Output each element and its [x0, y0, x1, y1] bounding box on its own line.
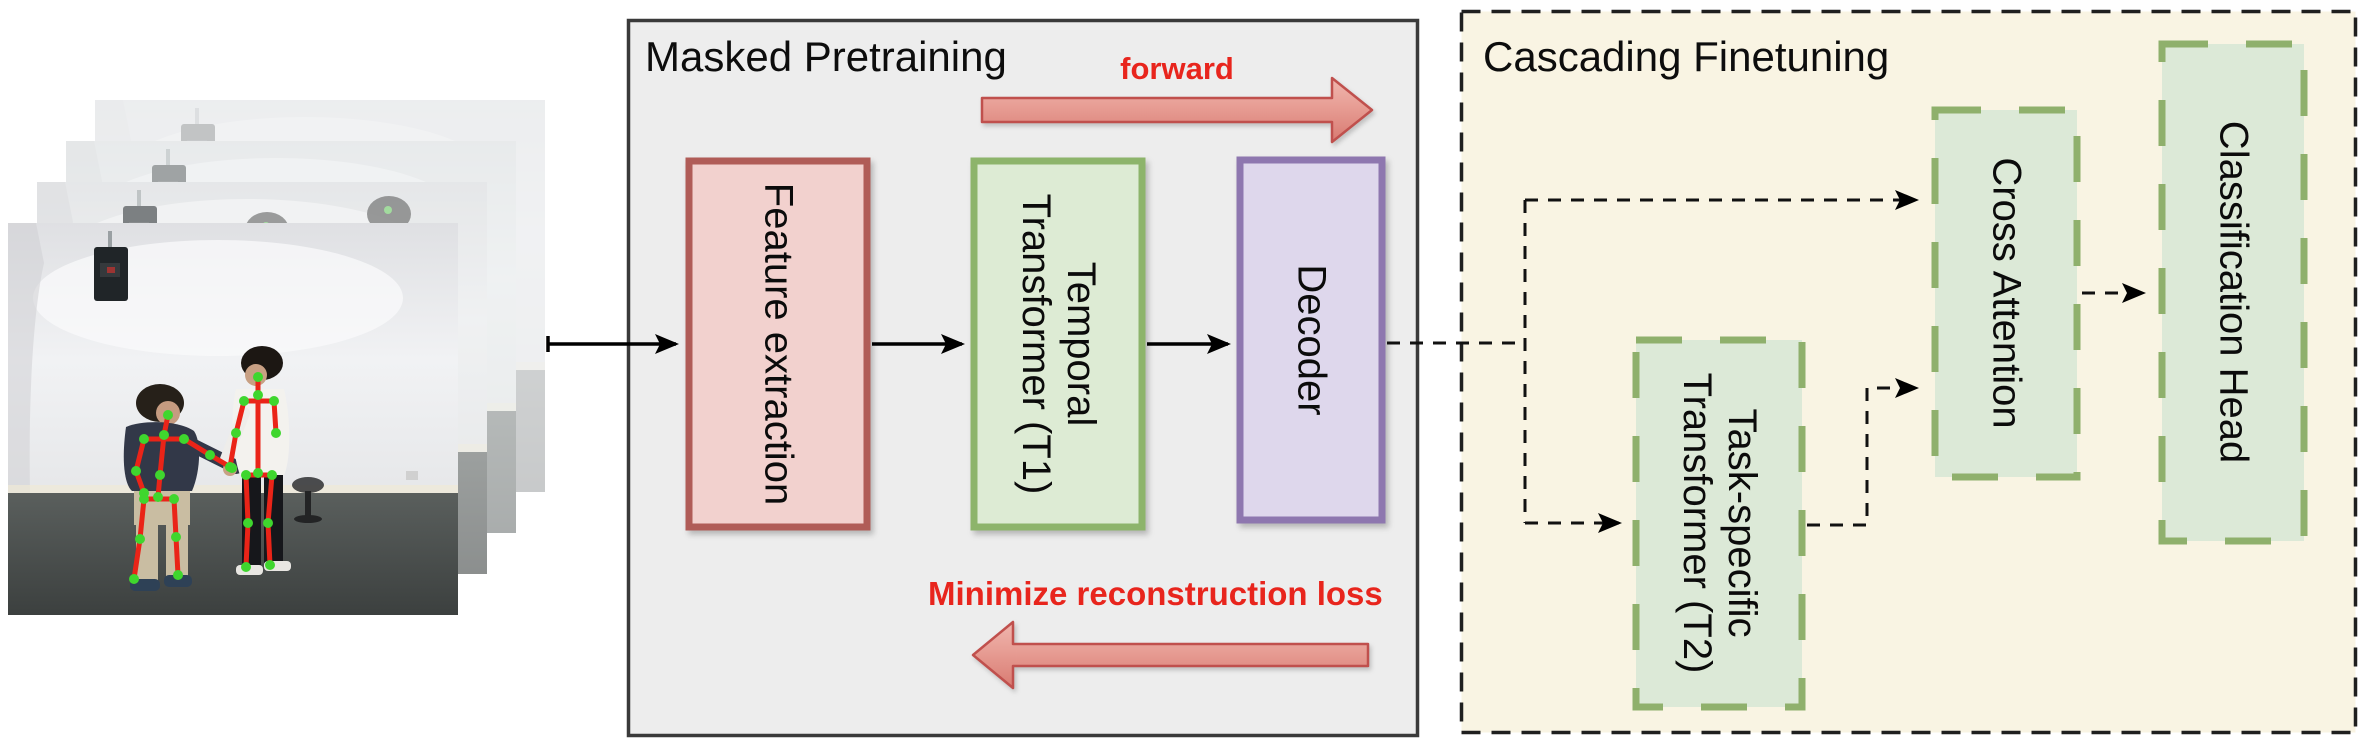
forward-label: forward — [1120, 51, 1234, 86]
temporal-transformer-label: Temporal Transformer (T1) — [1014, 193, 1103, 495]
backward-arrow — [971, 620, 1370, 690]
feature-extraction-block — [685, 157, 871, 531]
decoder-block — [1236, 156, 1386, 524]
classification-head-block — [2158, 40, 2308, 545]
video-frame-4 — [8, 223, 458, 615]
video-frame-stack — [8, 100, 545, 615]
forward-arrow — [980, 76, 1374, 144]
chair — [292, 477, 324, 523]
feature-extraction-label: Feature extraction — [756, 182, 801, 506]
skeleton-right-joints — [225, 372, 281, 572]
decoder-label: Decoder — [1289, 264, 1334, 416]
cross-attention-label: Cross Attention — [1984, 157, 2029, 429]
temporal-transformer-block — [970, 157, 1146, 531]
cross-attention-block — [1931, 106, 2081, 481]
dashed-t2-to-cross-attention — [1807, 378, 1919, 527]
task-specific-transformer-label: Task-specific Transformer (T2) — [1675, 372, 1764, 674]
loss-label: Minimize reconstruction loss — [928, 575, 1383, 612]
classification-head-label: Classification Head — [2211, 120, 2256, 464]
pretraining-title: Masked Pretraining — [645, 33, 1007, 80]
task-specific-transformer-block — [1632, 336, 1806, 711]
finetuning-title: Cascading Finetuning — [1483, 33, 1890, 80]
